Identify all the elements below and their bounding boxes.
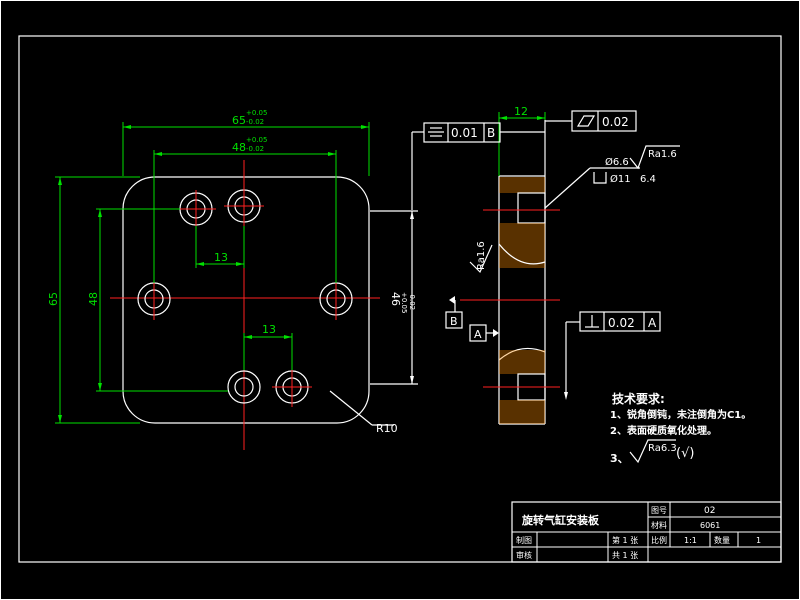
- drawing-no: 02: [704, 506, 715, 516]
- dim-bottom-pair: 13: [262, 323, 276, 336]
- hole-right: [319, 278, 353, 320]
- dim-height-left: 65: [47, 292, 60, 306]
- tech-title: 技术要求:: [612, 391, 665, 406]
- symmetry-datum: B: [487, 126, 495, 140]
- tech-item-3-roughness: Ra6.3: [648, 443, 677, 454]
- dim-width-tol-lower: -0.02: [246, 118, 264, 126]
- tech-item-3-suffix: (√): [676, 446, 694, 461]
- counterbore-dia: Ø11: [610, 173, 631, 185]
- hole-roughness: Ra1.6: [648, 149, 677, 160]
- perpendicularity-datum: A: [648, 316, 657, 330]
- label-material: 材料: [651, 520, 667, 530]
- tech-item-1: 1、锐角倒钝，未注倒角为C1。: [610, 408, 751, 421]
- roughness-symbol-face: [469, 244, 493, 274]
- dim-height-right-tol-upper: +0.05: [400, 292, 408, 313]
- label-scale: 比例: [651, 535, 667, 545]
- corner-radius-label: R10: [376, 422, 398, 435]
- counterbore-symbol: [593, 172, 607, 184]
- flatness-value: 0.02: [602, 115, 629, 129]
- hole-bottom-left: [227, 370, 261, 404]
- hole-top-right: [224, 186, 264, 226]
- dim-width: 65: [232, 114, 246, 127]
- tech-requirements: 技术要求: 1、锐角倒钝，未注倒角为C1。 2、表面硬质氧化处理。 3、 Ra6…: [610, 391, 751, 465]
- dim-hole-tol-upper: +0.05: [246, 136, 267, 144]
- material: 6061: [700, 521, 720, 530]
- perpendicularity-value: 0.02: [608, 316, 635, 330]
- label-drawn: 制图: [516, 535, 532, 545]
- part-name: 旋转气缸安装板: [521, 513, 600, 527]
- side-view: 12 0.02 0.01 B Ø6.6 Ra1.6 Ø11 6.4 Ra1.6: [411, 105, 680, 425]
- label-drawing-no: 图号: [651, 506, 667, 515]
- front-view: 65 +0.05 -0.02 48 +0.05 -0.02 13 13 65: [47, 109, 418, 450]
- hole-top-left: [176, 190, 216, 228]
- dim-thickness: 12: [514, 105, 528, 118]
- hole-left: [137, 278, 171, 320]
- hole-bottom-right: [272, 367, 312, 407]
- datum-a-box: [469, 324, 487, 342]
- scale: 1:1: [684, 536, 697, 545]
- flatness-frame: [571, 110, 637, 132]
- dim-height-right: 46: [389, 292, 402, 306]
- sheet-number: 第 1 张: [612, 535, 638, 545]
- dim-top-pair: 13: [214, 251, 228, 264]
- dim-hole-tol-lower: -0.02: [246, 145, 264, 153]
- dim-hole-spacing: 48: [232, 141, 246, 154]
- dim-height-right-tol-lower: -0.02: [408, 292, 416, 310]
- counterbore-depth: 6.4: [640, 174, 656, 185]
- dim-width-tol-upper: +0.05: [246, 109, 267, 117]
- datum-a: A: [474, 328, 482, 341]
- tech-item-3-prefix: 3、: [610, 452, 629, 465]
- total-sheets: 共 1 张: [612, 551, 638, 560]
- roughness-symbol-hole: [629, 145, 680, 170]
- label-reviewed: 审核: [516, 550, 532, 560]
- surface-roughness: Ra1.6: [476, 241, 487, 270]
- label-quantity: 数量: [714, 535, 730, 545]
- section-top: [499, 177, 545, 193]
- symmetry-value: 0.01: [451, 126, 478, 140]
- drawing-border: [18, 35, 782, 563]
- title-block: 旋转气缸安装板 图号 02 材料 6061 制图 审核 第 1 张 共 1 张 …: [511, 501, 782, 563]
- roughness-symbol-general: [629, 439, 676, 464]
- hole-diameter: Ø6.6: [605, 156, 629, 168]
- datum-b-box: [445, 311, 463, 329]
- plate-outline: [122, 176, 370, 424]
- tech-item-2: 2、表面硬质氧化处理。: [610, 424, 717, 437]
- datum-b: B: [450, 315, 458, 328]
- quantity: 1: [756, 536, 761, 545]
- section-bottom: [499, 350, 545, 374]
- dim-height-inner: 48: [87, 292, 100, 306]
